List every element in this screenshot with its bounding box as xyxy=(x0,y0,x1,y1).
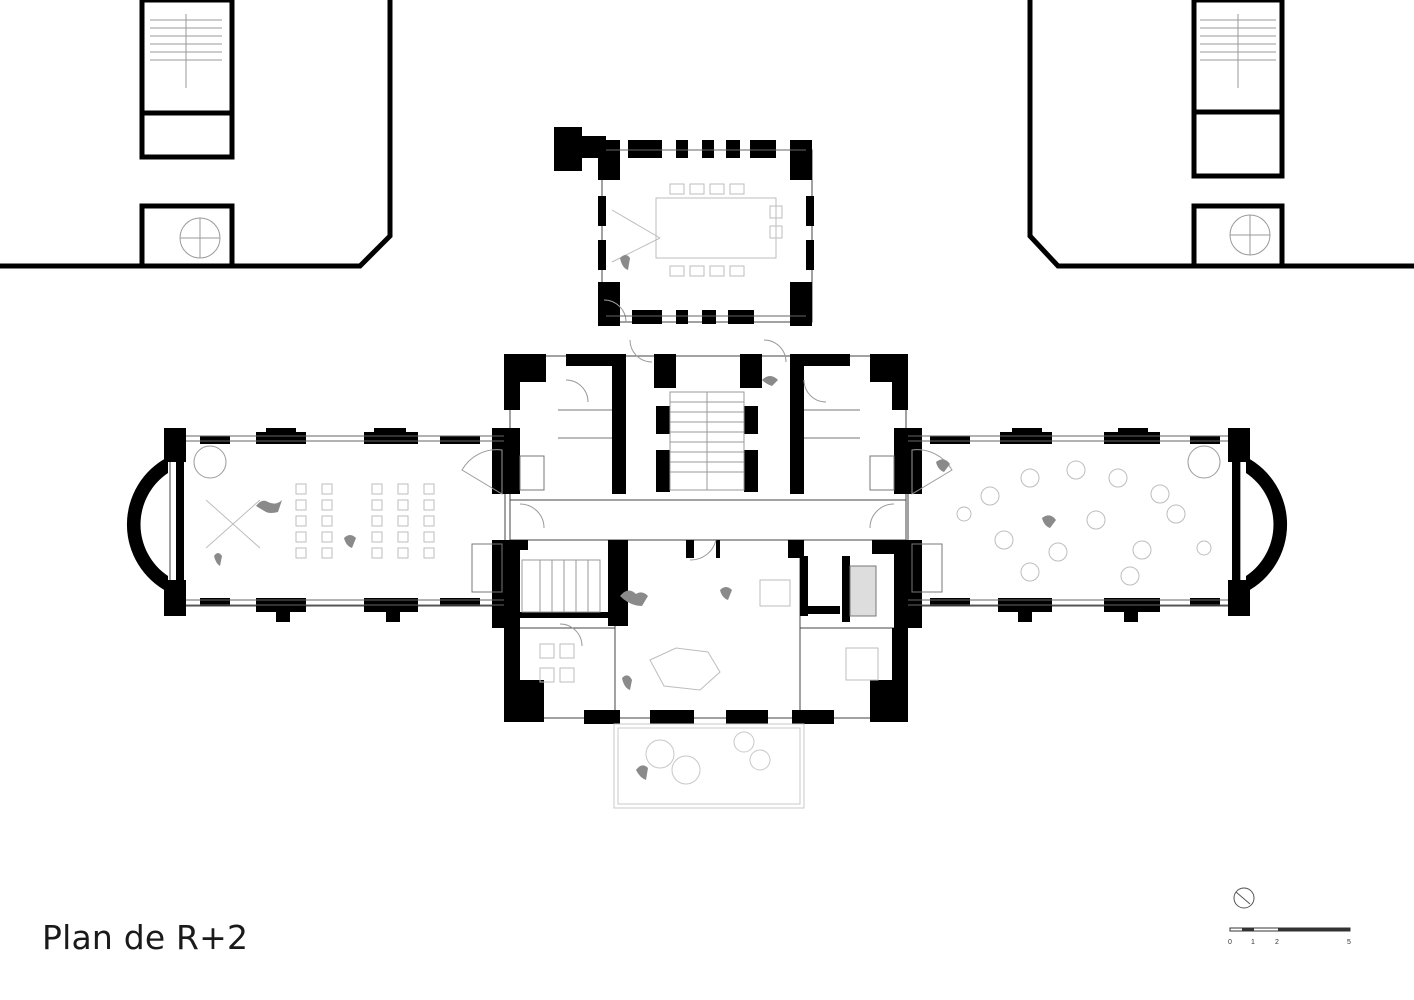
building-outline xyxy=(169,149,1241,719)
stair-right-building xyxy=(1200,14,1276,256)
west-wing-seating xyxy=(205,483,435,559)
door-swings xyxy=(519,299,895,647)
south-room-furniture xyxy=(539,579,879,691)
building-walls xyxy=(126,127,1288,724)
windows xyxy=(186,149,1228,606)
north-room-table xyxy=(611,183,783,277)
elevator-shaft xyxy=(849,565,877,617)
scale-bar: 0 1 2 5 xyxy=(1228,927,1351,946)
people-figures xyxy=(214,255,1056,780)
central-stair xyxy=(669,391,745,491)
north-arrow xyxy=(1233,887,1255,909)
scale-tick-0: 0 xyxy=(1228,939,1232,946)
southwest-stair xyxy=(521,559,601,613)
east-wing-round-tables xyxy=(956,460,1212,586)
neighbor-building-left xyxy=(0,0,393,269)
scale-tick-2: 2 xyxy=(1275,939,1279,946)
scale-tick-5: 5 xyxy=(1347,939,1351,946)
scale-tick-1: 1 xyxy=(1251,939,1255,946)
south-terrace xyxy=(613,723,805,809)
service-rooms xyxy=(471,409,943,593)
plan-title: Plan de R+2 xyxy=(42,918,249,957)
stair-left-building xyxy=(150,14,222,259)
neighbor-building-right xyxy=(1027,0,1414,269)
